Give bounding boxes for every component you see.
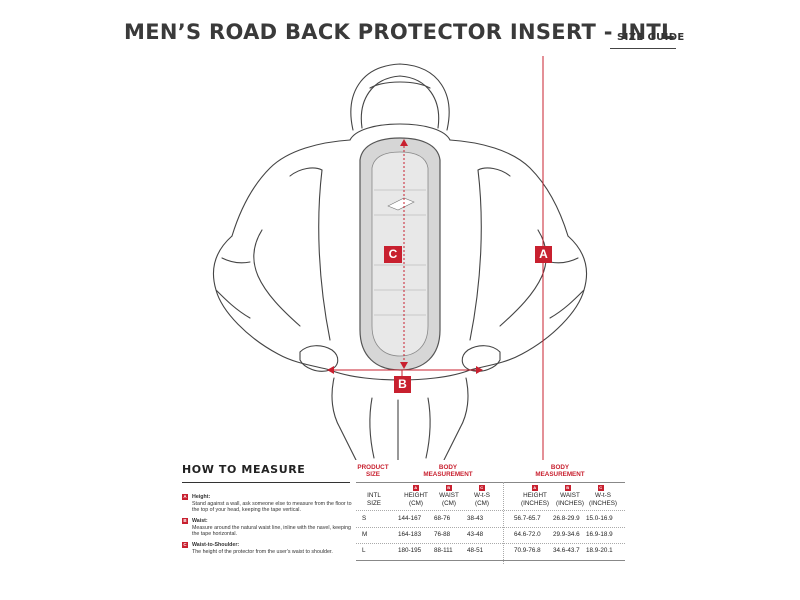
size-guide-underline [610,48,676,49]
marker-b: B [394,376,411,393]
table-rule-bottom [356,560,625,561]
col-header: WAIST (INCHES) [556,492,584,507]
page-title: MEN’S ROAD BACK PROTECTOR INSERT - INTL [124,20,675,44]
col-badge-b: B [565,485,571,491]
wts-cm-cell: 48-51 [467,547,484,554]
height-in-cell: 70.9-76.8 [514,547,541,554]
wts-cm-cell: 38-43 [467,515,484,522]
col-header: W-t-S (INCHES) [589,492,617,507]
instruction-label: Height: [192,494,211,500]
col-header: WAIST (CM) [439,492,459,507]
size-cell: L [362,547,366,554]
height-cm-cell: 144-167 [398,515,422,522]
instruction-waist: B Waist: Measure around the natural wais… [182,518,357,538]
height-cm-cell: 180-195 [398,547,422,554]
instruction-label: Waist: [192,518,208,524]
instruction-label: Waist-to-Shoulder: [192,542,240,548]
row-rule [356,510,625,511]
col-header: W-t-S (CM) [474,492,490,507]
waist-cm-cell: 88-111 [434,547,453,554]
instruction-text: Measure around the natural waist line, i… [192,524,352,538]
waist-in-cell: 34.6-43.7 [553,547,580,554]
wts-in-cell: 15.0-16.9 [586,515,613,522]
size-cell: M [362,531,368,538]
col-badge-b: B [446,485,452,491]
marker-a: A [535,246,552,263]
wts-in-cell: 16.9-18.9 [586,531,613,538]
how-to-measure-rule [182,482,350,483]
col-badge-c: C [479,485,485,491]
group-header-body-in: BODY MEASUREMENT [535,464,585,478]
height-in-cell: 64.6-72.0 [514,531,541,538]
waist-in-cell: 29.9-34.6 [553,531,580,538]
group-header-body-cm: BODY MEASUREMENT [423,464,473,478]
group-header-product-size: PRODUCT SIZE [357,464,389,478]
size-guide-link[interactable]: SIZE GUIDE [617,32,685,43]
col-badge-c: C [598,485,604,491]
height-cm-cell: 164-183 [398,531,422,538]
col-badge-a: A [532,485,538,491]
waist-cm-cell: 76-88 [434,531,451,538]
badge-a: A [182,494,188,500]
rider-back-illustration [212,56,588,460]
waist-cm-cell: 68-76 [434,515,451,522]
marker-c: C [384,246,402,263]
table-divider [503,482,504,564]
table-rule-top [356,482,625,483]
height-in-cell: 56.7-65.7 [514,515,541,522]
col-header: INTL SIZE [367,492,381,507]
col-header: HEIGHT (INCHES) [521,492,549,507]
instruction-text: The height of the protector from the use… [192,548,333,555]
logo-icon [387,197,415,211]
how-to-measure-title: HOW TO MEASURE [182,463,306,476]
col-badge-a: A [413,485,419,491]
badge-c: C [182,542,188,548]
row-rule [356,543,625,544]
instruction-waist-to-shoulder: C Waist-to-Shoulder: The height of the p… [182,542,357,555]
badge-b: B [182,518,188,524]
size-cell: S [362,515,367,522]
instruction-height: A Height: Stand against a wall, ask some… [182,494,357,514]
wts-cm-cell: 43-48 [467,531,484,538]
row-rule [356,527,625,528]
instruction-text: Stand against a wall, ask someone else t… [192,500,352,514]
waist-in-cell: 26.8-29.9 [553,515,580,522]
col-header: HEIGHT (CM) [404,492,428,507]
wts-in-cell: 18.9-20.1 [586,547,613,554]
